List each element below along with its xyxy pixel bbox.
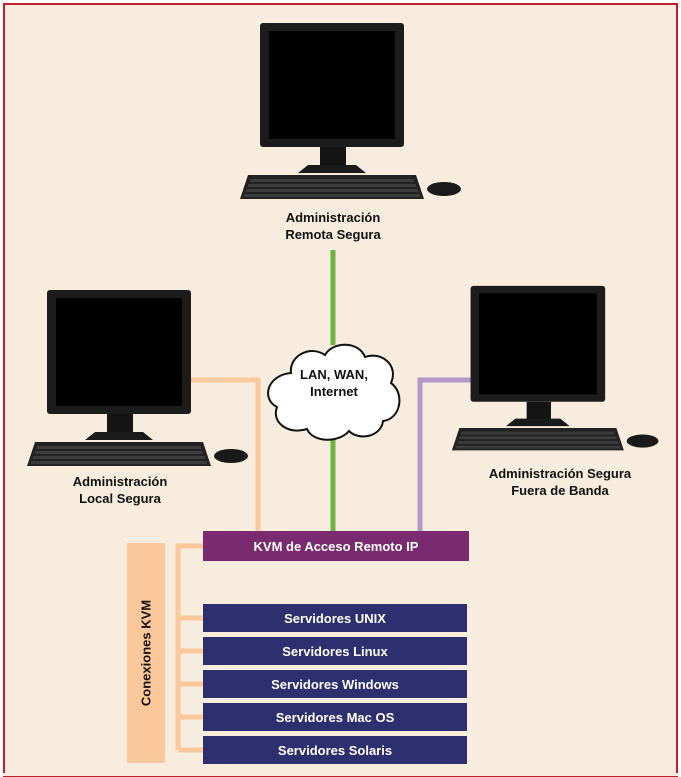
frame-bottom-strip bbox=[3, 773, 678, 776]
computer-icon-local bbox=[27, 290, 248, 466]
caption-local-admin: Administración Local Segura bbox=[72, 474, 168, 506]
computer-icon-outband bbox=[451, 285, 659, 451]
cloud-icon bbox=[267, 343, 401, 441]
kvm-remote-ip-box: KVM de Acceso Remoto IP bbox=[203, 531, 469, 561]
caption-outband-admin: Administración Segura Fuera de Banda bbox=[488, 466, 632, 498]
diagram-frame: Administración Remota Segura Administrac… bbox=[3, 3, 678, 777]
caption-remote-admin: Administración Remota Segura bbox=[285, 210, 381, 242]
connection-lines bbox=[175, 250, 472, 753]
computer-icon-remote bbox=[240, 23, 461, 199]
server-windows: Servidores Windows bbox=[203, 670, 467, 698]
kvm-connections-label: Conexiones KVM bbox=[138, 599, 154, 707]
server-macos: Servidores Mac OS bbox=[203, 703, 467, 731]
kvm-connections-box: Conexiones KVM bbox=[127, 543, 165, 763]
orange-line-local bbox=[189, 377, 261, 533]
server-solaris: Servidores Solaris bbox=[203, 736, 467, 764]
purple-line-outband bbox=[417, 377, 472, 533]
server-linux: Servidores Linux bbox=[203, 637, 467, 665]
server-unix: Servidores UNIX bbox=[203, 604, 467, 632]
cloud-label: LAN, WAN, Internet bbox=[300, 367, 368, 399]
